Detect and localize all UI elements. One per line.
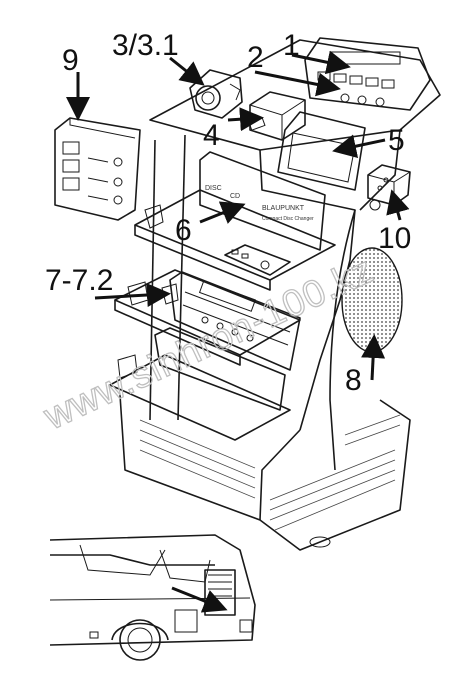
callout-arrows (66, 50, 410, 613)
label-cd: CD (230, 193, 240, 200)
callout-1: 1 (283, 29, 300, 62)
callout-8: 8 (345, 364, 362, 397)
callout-7: 7-7.2 (45, 264, 113, 297)
bus-illustration (49, 534, 256, 661)
callout-labels: 1 2 3/3.1 4 5 6 7-7.2 8 9 10 (45, 29, 411, 397)
control-panel-unit (304, 37, 431, 111)
cd-changer-unit: DISC CD BLAUPUNKT Compact Disc Changer (199, 151, 326, 276)
callout-4: 4 (203, 119, 220, 152)
callout-5: 5 (388, 124, 405, 157)
callout-10: 10 (378, 222, 411, 255)
small-module-unit (367, 164, 411, 211)
dashboard-console (109, 39, 441, 551)
label-brand: BLAUPUNKT (262, 205, 305, 212)
label-disc: DISC (205, 185, 222, 192)
speaker-unit (189, 69, 243, 119)
callout-3: 3/3.1 (112, 29, 179, 62)
callout-9: 9 (62, 44, 79, 77)
callout-6: 6 (175, 214, 192, 247)
radio-amplifier-unit (154, 271, 301, 411)
switch-panel-unit (54, 117, 141, 221)
callout-2: 2 (247, 41, 264, 74)
label-brand-sub: Compact Disc Changer (262, 216, 314, 222)
monitor-unit (277, 111, 366, 191)
